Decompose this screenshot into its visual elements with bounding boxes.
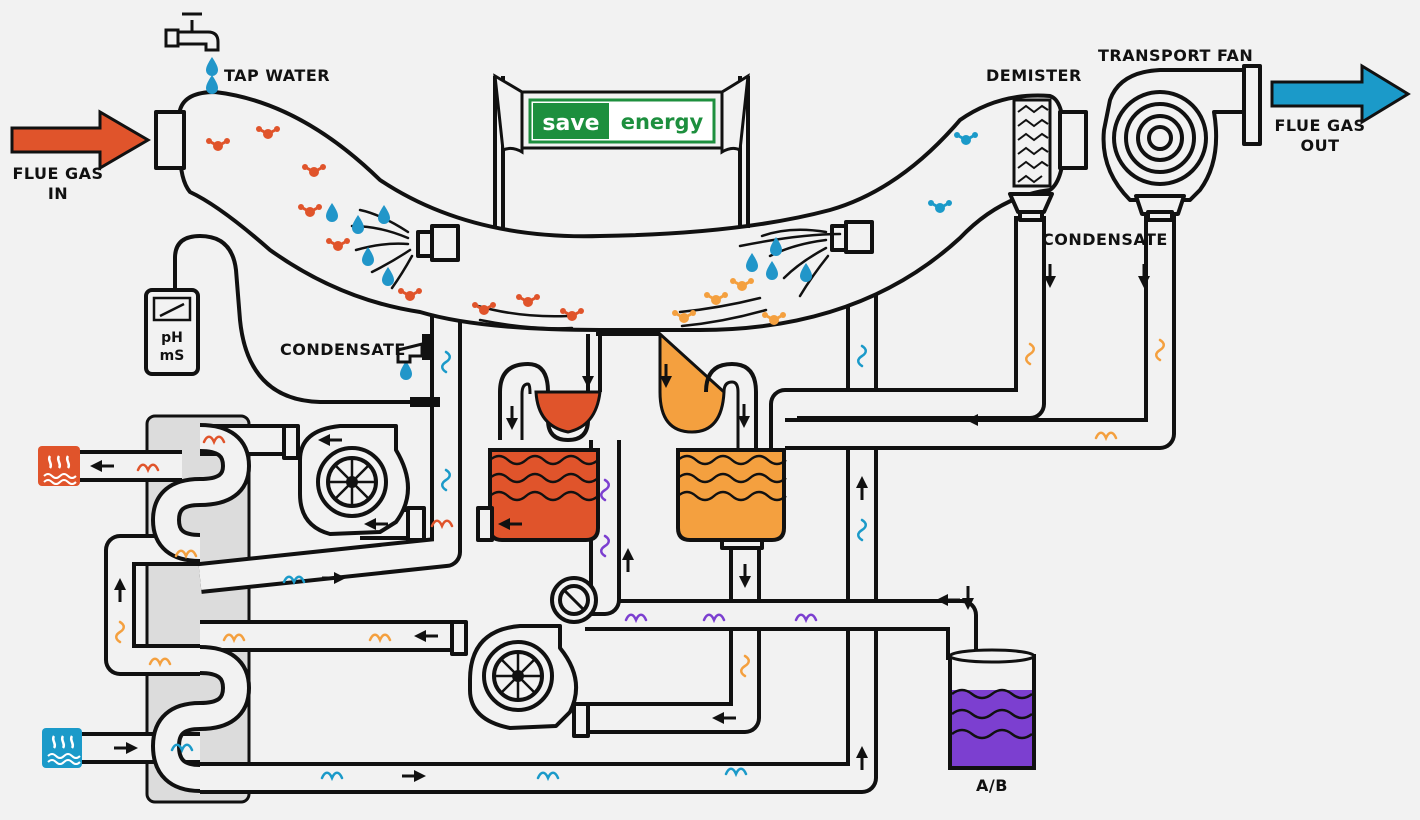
warm-siphon xyxy=(658,330,758,450)
ph-meter-icon xyxy=(144,288,200,376)
chemical-tank xyxy=(948,648,1036,770)
flue-gas-out-arrow xyxy=(1270,63,1411,125)
condensate-right-label: CONDENSATE xyxy=(1042,230,1168,249)
pump-icon xyxy=(298,424,410,536)
chemical-pump-icon xyxy=(550,576,598,624)
warm-tank xyxy=(676,448,787,550)
condensate-left-label: CONDENSATE xyxy=(280,340,406,359)
heat-exchanger-coils xyxy=(150,423,252,793)
chemical-tank-label: A/B xyxy=(976,776,1008,795)
banner-word-save: save xyxy=(542,111,599,136)
hot-siphon xyxy=(498,332,660,443)
meter-ms-label: mS xyxy=(160,348,185,364)
banner-word-energy: energy xyxy=(621,110,704,134)
flue-gas-in-label: FLUE GAS IN xyxy=(12,164,104,203)
flue-gas-out-label: FLUE GAS OUT xyxy=(1274,116,1366,155)
pump-icon-lower xyxy=(468,624,578,730)
cold-water-icon xyxy=(42,728,82,768)
faucet-icon xyxy=(164,12,220,94)
spray-nozzle-right xyxy=(830,220,874,254)
tap-water-label: TAP WATER xyxy=(224,66,331,85)
transport-fan-icon xyxy=(1101,64,1262,222)
spray-nozzle-left xyxy=(416,224,460,262)
demister-label: DEMISTER xyxy=(986,66,1082,85)
meter-ph-label: pH xyxy=(161,330,183,346)
pipe-couplings xyxy=(282,424,590,738)
spray-lines xyxy=(350,208,842,330)
hot-water-icon xyxy=(38,446,80,486)
flue-gas-in-arrow xyxy=(10,109,151,171)
transport-fan-label: TRANSPORT FAN xyxy=(1098,46,1254,65)
flue-gas-duct xyxy=(154,90,1088,332)
condensate-tap-icon xyxy=(396,334,434,364)
save-energy-banner xyxy=(493,73,750,228)
demister-filter-icon xyxy=(1008,98,1054,222)
